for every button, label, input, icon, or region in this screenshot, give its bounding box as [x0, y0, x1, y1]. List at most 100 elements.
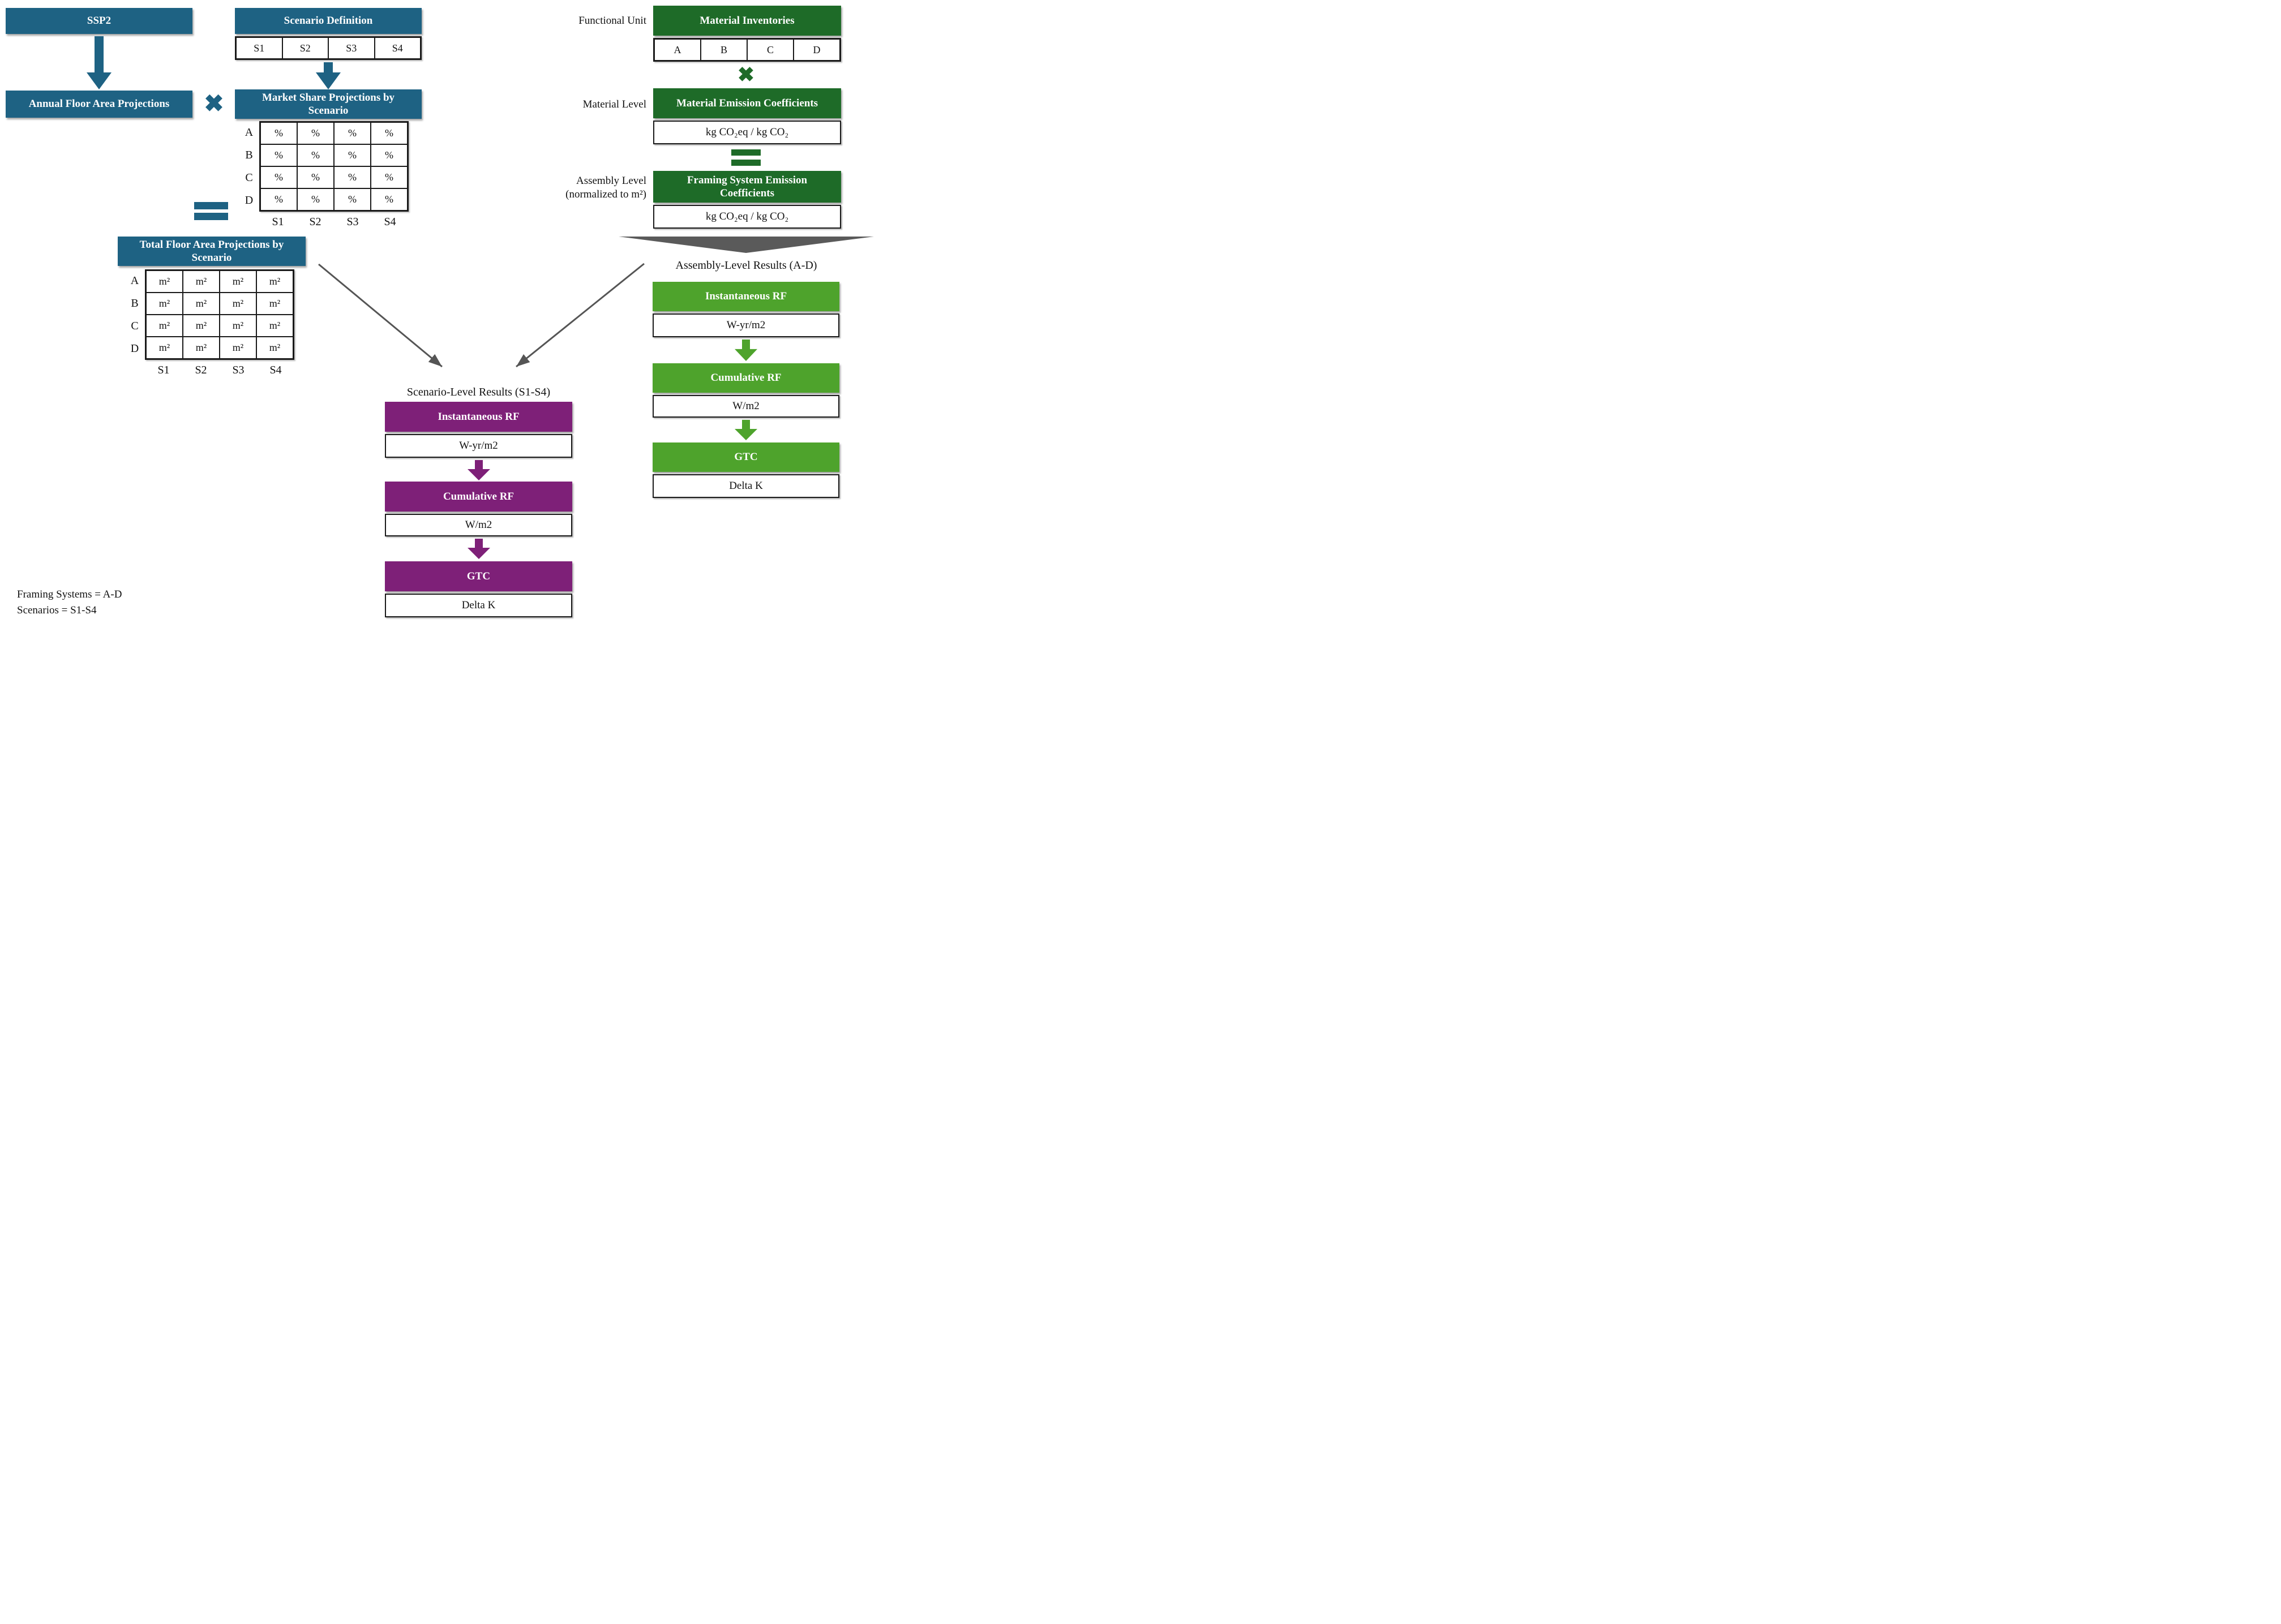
row-label: D [245, 194, 254, 207]
down-arrow-icon [468, 539, 490, 559]
col-label: S2 [195, 363, 207, 376]
scenario-instantaneous-rf-unit: W-yr/m2 [385, 434, 572, 458]
table-cell: m² [220, 337, 256, 359]
table-cell: m² [183, 337, 220, 359]
assembly-gtc-unit: Delta K [653, 474, 839, 498]
row-label: C [131, 319, 139, 332]
equals-bar [194, 213, 228, 220]
table-cell: % [371, 122, 408, 144]
table-cell: A [654, 39, 701, 61]
framing-system-emission-box: Framing System Emission Coefficients [653, 171, 841, 203]
table-cell: % [297, 188, 334, 210]
assembly-level-label-line1: Assembly Level [576, 175, 646, 187]
scenario-cumulative-rf-box: Cumulative RF [385, 482, 572, 512]
assembly-instantaneous-rf-box: Instantaneous RF [653, 282, 839, 311]
col-label: S1 [272, 215, 284, 228]
table-cell: m² [256, 293, 293, 315]
table-cell: % [371, 166, 408, 188]
market-share-col-labels: S1 S2 S3 S4 [259, 215, 409, 229]
col-label: S4 [269, 363, 282, 376]
material-emission-unit-box: kg CO₂eq / kg CO₂ [653, 121, 841, 144]
table-cell: m² [183, 293, 220, 315]
table-cell: % [334, 166, 371, 188]
table-cell: % [260, 166, 297, 188]
table-cell: m² [220, 315, 256, 337]
col-label: S4 [384, 215, 396, 228]
table-cell: % [334, 144, 371, 166]
table-cell: m² [146, 293, 183, 315]
table-cell: % [260, 144, 297, 166]
col-label: S1 [157, 363, 170, 376]
down-arrow-icon [468, 460, 490, 480]
annual-floor-area-box: Annual Floor Area Projections [6, 91, 192, 118]
table-cell: S2 [282, 37, 328, 59]
scenario-results-heading: Scenario-Level Results (S1-S4) [406, 386, 551, 398]
table-cell: m² [146, 270, 183, 293]
table-cell: % [371, 144, 408, 166]
market-share-row-labels: A B C D [242, 121, 256, 212]
row-label: A [130, 274, 139, 287]
total-floor-col-labels: S1 S2 S3 S4 [145, 363, 294, 377]
table-cell: S4 [374, 37, 421, 59]
functional-unit-label: Functional Unit [578, 15, 646, 27]
table-cell: m² [256, 270, 293, 293]
assembly-results-heading: Assembly-Level Results (A-D) [675, 259, 817, 272]
assembly-gtc-box: GTC [653, 442, 839, 472]
equals-icon [194, 202, 228, 220]
table-cell: % [297, 122, 334, 144]
total-floor-area-box: Total Floor Area Projections by Scenario [118, 237, 306, 266]
material-inventories-box: Material Inventories [653, 6, 841, 36]
table-cell: m² [183, 270, 220, 293]
assembly-level-label: Assembly Level (normalized to m²) [521, 174, 646, 201]
down-arrow-icon [316, 62, 341, 89]
assembly-level-label-line2: (normalized to m²) [565, 188, 646, 200]
table-cell: m² [256, 337, 293, 359]
table-cell: m² [220, 270, 256, 293]
funnel-triangle-icon [619, 237, 874, 253]
table-cell: D [794, 39, 840, 61]
material-level-label: Material Level [582, 98, 646, 110]
table-cell: m² [256, 315, 293, 337]
table-cell: % [334, 188, 371, 210]
col-label: S3 [346, 215, 359, 228]
scenario-header-table: S1 S2 S3 S4 [235, 36, 422, 60]
equals-icon [731, 149, 761, 166]
row-label: B [245, 148, 253, 161]
legend-framing-systems: Framing Systems = A-D [17, 588, 122, 600]
framing-emission-unit-box: kg CO₂eq / kg CO₂ [653, 205, 841, 229]
row-label: B [131, 297, 139, 310]
total-floor-row-labels: A B C D [128, 269, 142, 360]
table-cell: m² [146, 337, 183, 359]
table-cell: m² [220, 293, 256, 315]
scenario-gtc-unit: Delta K [385, 594, 572, 617]
table-cell: S1 [236, 37, 282, 59]
row-label: D [130, 342, 139, 355]
scenario-definition-box: Scenario Definition [235, 8, 422, 34]
legend-scenarios: Scenarios = S1-S4 [17, 604, 97, 616]
equals-bar [731, 160, 761, 166]
table-cell: % [371, 188, 408, 210]
equals-bar [731, 149, 761, 156]
row-label: A [245, 126, 254, 139]
scenario-gtc-box: GTC [385, 561, 572, 591]
market-share-table: % % % % % % % % % % % % % % % % [259, 121, 409, 212]
assembly-cumulative-rf-unit: W/m2 [653, 395, 839, 418]
col-label: S2 [309, 215, 321, 228]
table-cell: % [260, 122, 297, 144]
flow-arrow-left-icon [318, 263, 443, 368]
table-cell: % [297, 166, 334, 188]
row-label: C [245, 171, 253, 184]
table-cell: S3 [328, 37, 375, 59]
inventory-header-table: A B C D [653, 38, 841, 62]
table-cell: m² [183, 315, 220, 337]
equals-bar [194, 202, 228, 209]
table-cell: B [701, 39, 747, 61]
down-arrow-icon [735, 340, 757, 361]
lca-methodology-diagram: SSP2 Annual Floor Area Projections ✖ Sce… [0, 0, 874, 622]
multiply-icon: ✖ [737, 63, 755, 86]
market-share-projections-box: Market Share Projections by Scenario [235, 89, 422, 119]
table-cell: % [297, 144, 334, 166]
assembly-cumulative-rf-box: Cumulative RF [653, 363, 839, 393]
table-cell: % [260, 188, 297, 210]
material-emission-coefficients-box: Material Emission Coefficients [653, 88, 841, 118]
